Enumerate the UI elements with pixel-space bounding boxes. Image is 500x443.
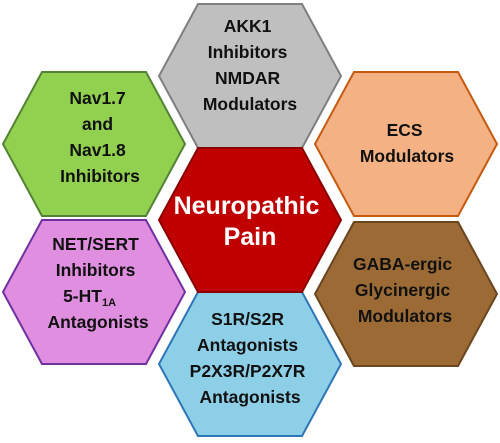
hexagon-center-shape	[157, 147, 343, 293]
hexagon-bottom-label: S1R/S2R Antagonists P2X3R/P2X7R Antagoni…	[190, 309, 311, 407]
hexagon-lower-right: GABA-ergic Glycinergic Modulators	[313, 221, 499, 367]
hexagon-lower-left: NET/SERT Inhibitors 5-HT1A Antagonists	[1, 219, 187, 365]
hexagon-top: AKK1 Inhibitors NMDAR Modulators	[157, 3, 343, 149]
hexagon-upper-left-label: Nav1.7 and Nav1.8 Inhibitors	[60, 88, 140, 186]
hexagon-top-label: AKK1 Inhibitors NMDAR Modulators	[203, 16, 298, 114]
hexagon-upper-left-shape	[1, 71, 187, 217]
hexagon-center: Neuropathic Pain	[157, 147, 343, 293]
hexagon-upper-right-shape	[313, 71, 499, 217]
hexagon-lower-left-shape	[1, 219, 187, 365]
hexagon-upper-right-label: ECS Modulators	[360, 120, 455, 166]
hexagon-lower-right-shape	[313, 221, 499, 367]
hexagon-lower-right-label: GABA-ergic Glycinergic Modulators	[353, 254, 457, 326]
hexagon-upper-right: ECS Modulators	[313, 71, 499, 217]
hexagon-lower-left-label: NET/SERT Inhibitors 5-HT1A Antagonists	[47, 234, 148, 332]
hexagon-bottom: S1R/S2R Antagonists P2X3R/P2X7R Antagoni…	[157, 291, 343, 437]
hexagon-upper-left: Nav1.7 and Nav1.8 Inhibitors	[1, 71, 187, 217]
center-label: Neuropathic Pain	[174, 192, 327, 251]
